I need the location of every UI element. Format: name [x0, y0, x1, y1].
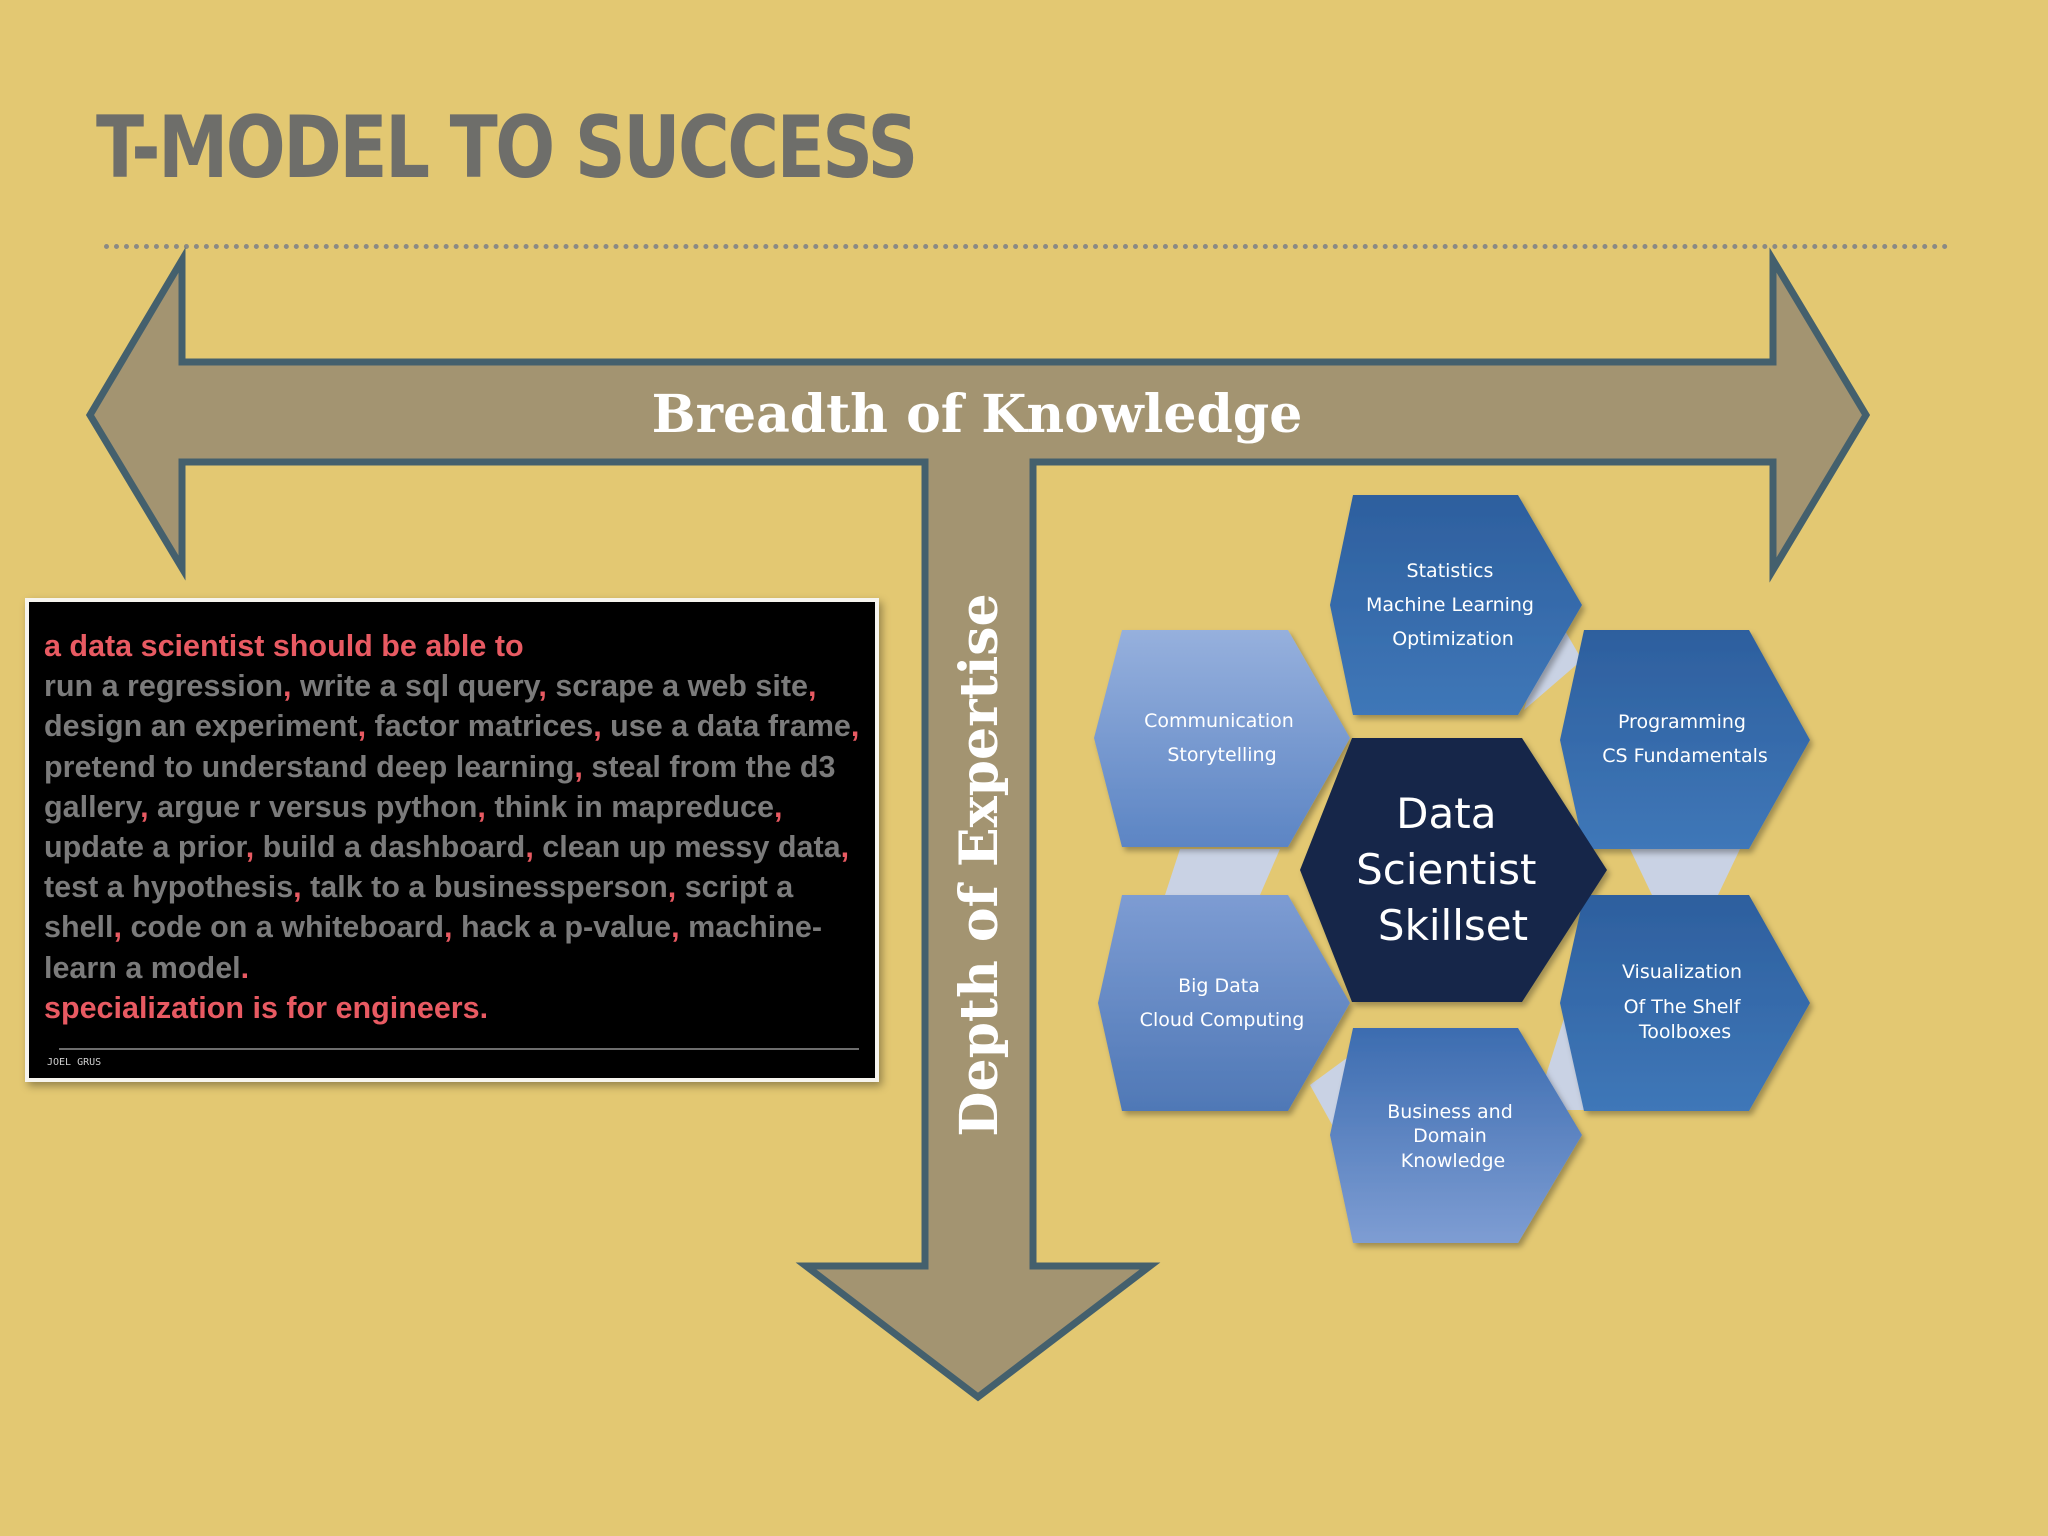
visualization-label: Visualization Of The Shelf Toolboxes — [1622, 961, 1748, 1043]
quote-closing: specialization is for engineers. — [44, 990, 489, 1025]
center-line-3: Skillset — [1378, 901, 1528, 950]
skill-item: code on a whiteboard — [130, 910, 444, 945]
hex-statistics — [1330, 495, 1582, 715]
hex-visualization — [1560, 895, 1810, 1111]
skill-item: argue r versus python — [157, 789, 478, 824]
skill-item: update a prior — [44, 830, 246, 865]
t-arrow: Breadth of Knowledge Depth of Expertise — [85, 247, 1871, 1402]
depth-of-expertise-label: Depth of Expertise — [949, 593, 1010, 1136]
skill-item: hack a p-value — [460, 910, 672, 945]
skill-item: use a data frame — [610, 709, 851, 744]
big-data-label: Big Data Cloud Computing — [1140, 975, 1305, 1031]
skill-item: script a shell — [44, 870, 794, 945]
business-label: Business and Domain Knowledge — [1387, 1101, 1519, 1172]
center-label: Data Scientist Skillset — [1356, 789, 1550, 950]
t-arrow-shape — [85, 247, 1871, 1402]
skill-item: design an experiment — [44, 709, 358, 744]
programming-label: Programming CS Fundamentals — [1602, 711, 1768, 767]
skill-item: factor matrices — [374, 709, 594, 744]
skill-item: write a sql query — [299, 669, 539, 704]
skill-item: scrape a web site — [555, 669, 808, 704]
skill-item: steal from the d3 gallery — [44, 749, 836, 824]
statistics-label: Statistics Machine Learning Optimization — [1366, 560, 1540, 650]
center-line-1: Data — [1396, 789, 1496, 838]
center-line-2: Scientist — [1356, 845, 1536, 894]
skill-item: machine-learn a model — [44, 910, 823, 985]
slide-title: T-MODEL TO SUCCESS — [96, 98, 918, 198]
connector-bigdata-communication — [1165, 849, 1280, 895]
skillset-hexagons — [1094, 495, 1810, 1243]
hex-programming — [1560, 630, 1810, 849]
skill-item: talk to a businessperson — [310, 870, 668, 905]
communication-label: Communication Storytelling — [1144, 710, 1300, 766]
skill-item: build a dashboard — [262, 830, 526, 865]
skill-item: test a hypothesis — [44, 870, 294, 905]
dotted-divider — [104, 244, 1949, 249]
breadth-of-knowledge-label: Breadth of Knowledge — [652, 384, 1303, 445]
quote-card: a data scientist should be able to run a… — [25, 598, 879, 1082]
quote-body: a data scientist should be able to run a… — [44, 629, 860, 1025]
quote-author: JOEL GRUS — [47, 1057, 102, 1068]
skill-item: pretend to understand deep learning — [44, 749, 575, 784]
connector-stats-programming — [1524, 610, 1582, 710]
connector-programming-visualization — [1630, 849, 1740, 895]
skill-item: run a regression — [44, 669, 283, 704]
quote-separator — [59, 1048, 859, 1050]
hex-business — [1330, 1028, 1582, 1243]
hex-center — [1300, 738, 1607, 1002]
hex-communication — [1094, 630, 1350, 847]
skillset-labels: Data Scientist Skillset Statistics Machi… — [1140, 560, 1768, 1172]
skill-item: clean up messy data — [542, 830, 841, 865]
skill-item: think in mapreduce — [494, 789, 774, 824]
quote-lead: a data scientist should be able to — [44, 629, 524, 663]
hex-big-data — [1098, 895, 1350, 1111]
